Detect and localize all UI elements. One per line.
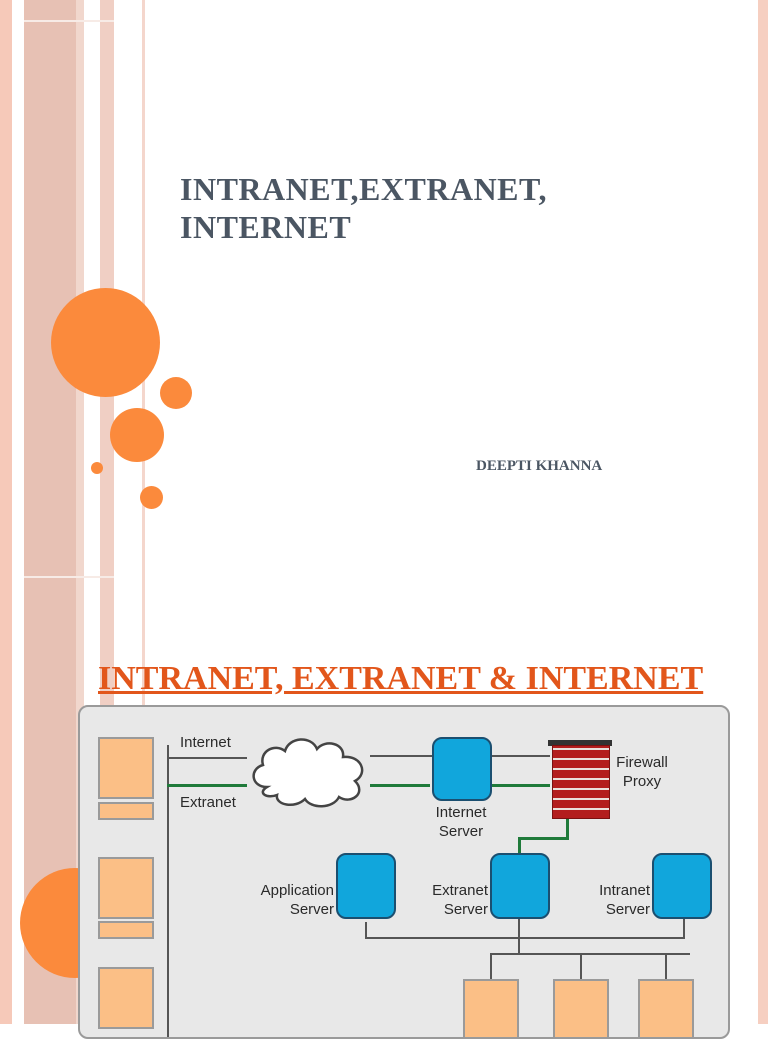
connector-line: [518, 837, 521, 855]
firewall-icon: [552, 745, 610, 819]
decor-stripe: [758, 0, 768, 1024]
decor-stripe: [76, 0, 84, 1024]
author-name: DEEPTI KHANNA: [476, 458, 603, 474]
decor-circle: [91, 462, 103, 474]
connector-line: [683, 917, 685, 939]
decor-stripe: [142, 0, 145, 1024]
connector-line: [566, 817, 569, 839]
computer-icon: [98, 857, 154, 919]
label-line: Server: [443, 901, 488, 918]
internet-server-icon: [432, 737, 492, 801]
connector-line: [490, 953, 690, 955]
internet-server-label: Internet Server: [426, 803, 496, 841]
label-line: Application: [260, 882, 334, 899]
label-line: Proxy: [622, 773, 662, 790]
computer-icon: [463, 979, 519, 1037]
decor-line: [24, 20, 114, 22]
decor-stripe: [0, 0, 12, 1024]
decor-circle: [160, 377, 192, 409]
label-line: Firewall: [616, 754, 668, 771]
computer-base: [98, 802, 154, 820]
computer-icon: [98, 967, 154, 1029]
connector-line: [580, 953, 582, 979]
computer-base: [98, 921, 154, 939]
label-line: Internet: [435, 804, 487, 821]
connector-line: [167, 757, 247, 759]
network-diagram: Internet Extranet Internet Server Firewa…: [78, 705, 730, 1039]
connector-line: [365, 937, 685, 939]
intranet-server-label: Intranet Server: [586, 881, 650, 919]
connector-line: [518, 837, 569, 840]
slide-title: INTRANET,EXTRANET, INTERNET: [180, 170, 680, 246]
intranet-server-icon: [652, 853, 712, 919]
extranet-server-icon: [490, 853, 550, 919]
application-server-label: Application Server: [250, 881, 334, 919]
label-line: Intranet: [599, 882, 650, 899]
decor-circle-large: [51, 288, 160, 397]
title-line-2: INTERNET: [180, 209, 352, 245]
connector-line: [370, 784, 430, 787]
cloud-icon: [252, 738, 364, 808]
decor-stripe: [24, 0, 76, 1024]
connector-line: [167, 784, 247, 787]
computer-icon: [98, 737, 154, 799]
connector-line: [365, 922, 367, 938]
connector-line: [518, 917, 520, 954]
firewall-cap: [548, 740, 612, 746]
connector-line: [167, 745, 169, 1037]
label-line: Server: [605, 901, 650, 918]
label-line: Server: [438, 823, 484, 840]
extranet-server-label: Extranet Server: [420, 881, 488, 919]
firewall-label: Firewall Proxy: [612, 753, 672, 791]
extranet-label: Extranet: [180, 794, 236, 811]
decor-circle: [110, 408, 164, 462]
title-line-1: INTRANET,EXTRANET,: [180, 171, 547, 207]
application-server-icon: [336, 853, 396, 919]
decor-circle: [140, 486, 163, 509]
decor-line: [24, 576, 114, 578]
internet-label: Internet: [180, 734, 231, 751]
connector-line: [665, 953, 667, 979]
connector-line: [490, 953, 492, 979]
connector-line: [490, 784, 550, 787]
computer-icon: [553, 979, 609, 1037]
slide-heading: INTRANET, EXTRANET & INTERNET: [98, 660, 704, 697]
computer-icon: [638, 979, 694, 1037]
label-line: Server: [289, 901, 334, 918]
label-line: Extranet: [432, 882, 488, 899]
